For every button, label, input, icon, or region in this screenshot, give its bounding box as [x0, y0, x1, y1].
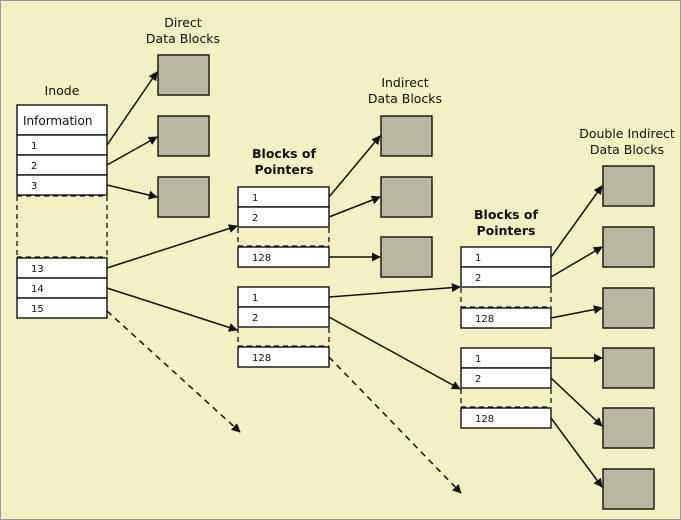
- double-l2b-ptr-1-label: 1: [475, 354, 481, 365]
- single-indirect-ptr-1-label: 1: [252, 193, 258, 204]
- direct-data-block-1: [157, 54, 210, 96]
- direct-header-line2: Data Blocks: [146, 31, 220, 46]
- double-indirect-level2a-block: 1 2 128: [460, 246, 552, 329]
- double-data-block-3: [602, 287, 655, 329]
- single-indirect-pointer-block: 1 2 128: [237, 186, 330, 268]
- double-header-line2: Data Blocks: [590, 142, 664, 157]
- double-l1-ptr-1-label: 1: [252, 293, 258, 304]
- double-indirect-level1-block: 1 2 128: [237, 286, 330, 368]
- double-l2a-ptr-2-label: 2: [475, 273, 481, 284]
- indirect-header-line1: Indirect: [381, 75, 428, 90]
- arrow-l2a-ptr1-to-ddb1: [550, 185, 603, 258]
- single-indirect-ptr-128-label: 128: [252, 253, 271, 264]
- inode-table: Information 1 2 3 13 14 15: [16, 104, 108, 319]
- inode-entry-1-label: 1: [31, 141, 37, 152]
- indirect-header-line2: Data Blocks: [368, 91, 442, 106]
- arrow-l2b-ptr128-to-ddb6: [550, 417, 603, 488]
- inode-entry-15-label: 15: [31, 304, 44, 315]
- double-data-block-6: [602, 468, 655, 510]
- double-l1-ptr-2-label: 2: [252, 313, 258, 324]
- direct-data-block-2: [157, 115, 210, 157]
- arrow-inode3-to-direct3: [106, 184, 158, 200]
- arrow-l2a-ptr2-to-ddb2: [550, 246, 603, 278]
- arrow-dl1ptr1-to-l2a: [328, 283, 461, 298]
- arrow-inode15-triple-indirect: [106, 310, 241, 433]
- double-data-block-5: [602, 407, 655, 449]
- arrow-inode13-to-single-indirect: [106, 224, 238, 269]
- inode-information-label: Information: [23, 114, 92, 128]
- direct-header-line1: Direct: [164, 15, 202, 30]
- double-data-block-2: [602, 226, 655, 268]
- double-indirect-level2b-block: 1 2 128: [460, 347, 552, 429]
- inode-entry-2-label: 2: [31, 161, 37, 172]
- arrow-inode14-to-double-indirect: [106, 287, 238, 332]
- direct-data-block-3: [157, 176, 210, 218]
- arrow-inode1-to-direct1: [106, 71, 158, 146]
- inode-entry-14-label: 14: [31, 284, 44, 295]
- bop2-header-line2: Pointers: [477, 223, 536, 238]
- indirect-data-block-1: [380, 115, 433, 157]
- inode-entry-15: [16, 297, 108, 319]
- inode-header: Inode: [45, 83, 80, 98]
- double-l1-ptr-128-label: 128: [252, 353, 271, 364]
- double-l2b-ptr-2-label: 2: [475, 374, 481, 385]
- double-data-block-1: [602, 165, 655, 207]
- bop1-header-line1: Blocks of: [252, 146, 317, 161]
- double-header-line1: Double Indirect: [579, 126, 675, 141]
- arrow-sptr1-to-indirect1: [328, 135, 381, 198]
- bop1-header-line2: Pointers: [255, 162, 314, 177]
- inode-entry-13-label: 13: [31, 264, 44, 275]
- indirect-data-block-2: [380, 176, 433, 218]
- arrow-l2a-ptr128-to-ddb3: [550, 305, 603, 319]
- bop2-header-line1: Blocks of: [474, 207, 539, 222]
- arrow-l2b-ptr2-to-ddb5: [550, 377, 603, 427]
- arrow-sptr2-to-indirect2: [328, 195, 381, 218]
- inode-entry-3-label: 3: [31, 181, 37, 192]
- double-l2a-ptr-1-label: 1: [475, 253, 481, 264]
- indirect-data-block-3: [380, 236, 433, 278]
- double-l2b-ptr-128-label: 128: [475, 414, 494, 425]
- arrow-dl1ptr128-continued: [328, 356, 462, 494]
- arrow-dl1ptr2-to-l2b: [328, 316, 461, 390]
- double-data-block-4: [602, 347, 655, 389]
- arrow-inode2-to-direct2: [106, 136, 158, 166]
- single-indirect-ptr-2-label: 2: [252, 213, 258, 224]
- double-l2a-ptr-128-label: 128: [475, 314, 494, 325]
